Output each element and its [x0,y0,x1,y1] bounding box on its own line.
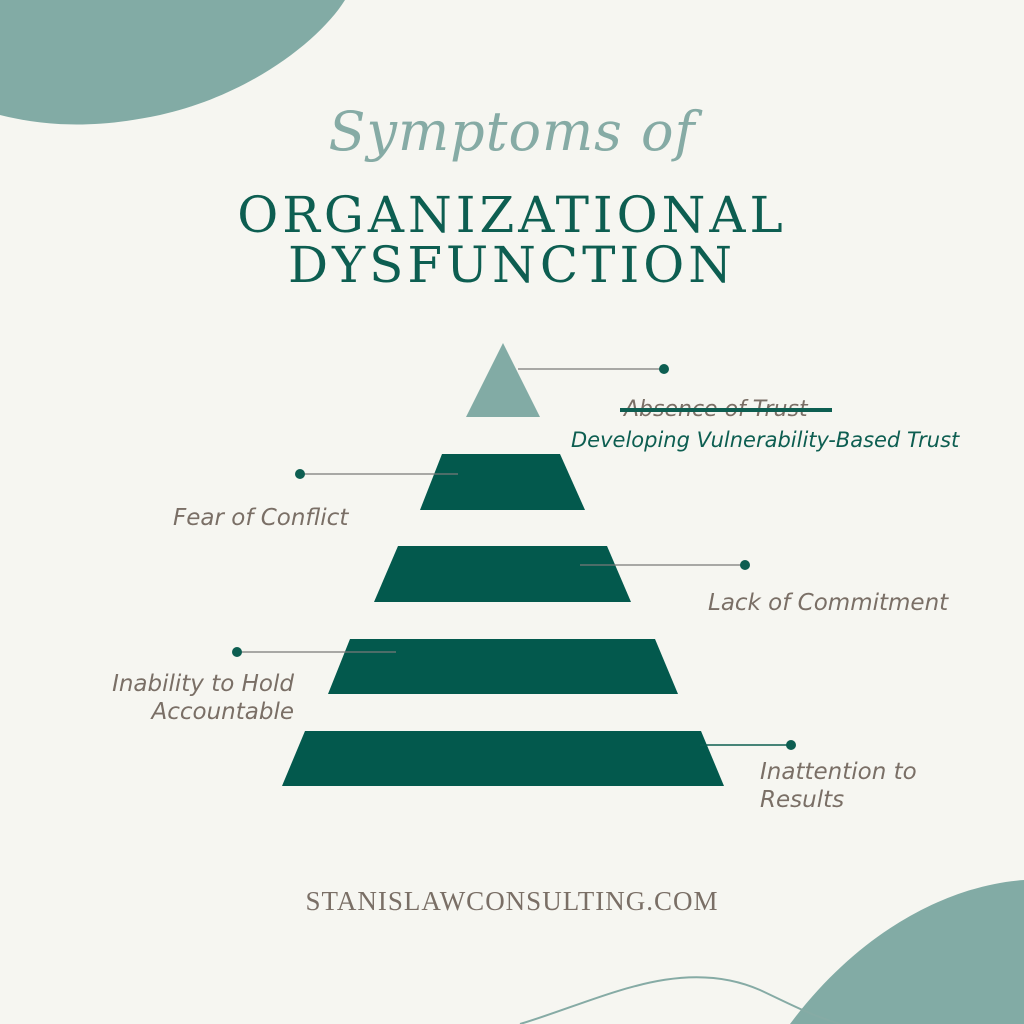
label-vulnerability-based-trust: Developing Vulnerability-Based Trust [571,428,960,452]
connector-dot-accountability [232,647,242,657]
pyramid-level-3 [374,546,631,602]
title-organizational: ORGANIZATIONAL [237,186,787,244]
footer-website: STANISLAWCONSULTING.COM [305,886,719,916]
label-inattention-line1: Inattention to [760,759,917,785]
connector-dot-fear [295,469,305,479]
pyramid-level-5 [282,731,724,786]
label-inability-line1: Inability to Hold [112,671,294,697]
connector-dot-commitment [740,560,750,570]
pyramid-top-triangle [466,343,540,417]
label-inability-line2: Accountable [151,699,294,725]
label-fear-of-conflict: Fear of Conflict [173,505,349,531]
label-lack-of-commitment: Lack of Commitment [708,590,949,616]
connector-dot-results [786,740,796,750]
bottom-right-blob [790,880,1024,1024]
bottom-wave-line [519,976,841,1024]
connector-dot-top [659,364,669,374]
strikethrough-line [620,408,832,412]
title-symptoms-of: Symptoms of [328,100,696,163]
label-inattention-line2: Results [760,787,845,813]
pyramid-level-2 [420,454,585,510]
title-dysfunction: DYSFUNCTION [287,236,737,294]
top-left-blob [0,0,345,125]
pyramid-level-4 [328,639,678,694]
